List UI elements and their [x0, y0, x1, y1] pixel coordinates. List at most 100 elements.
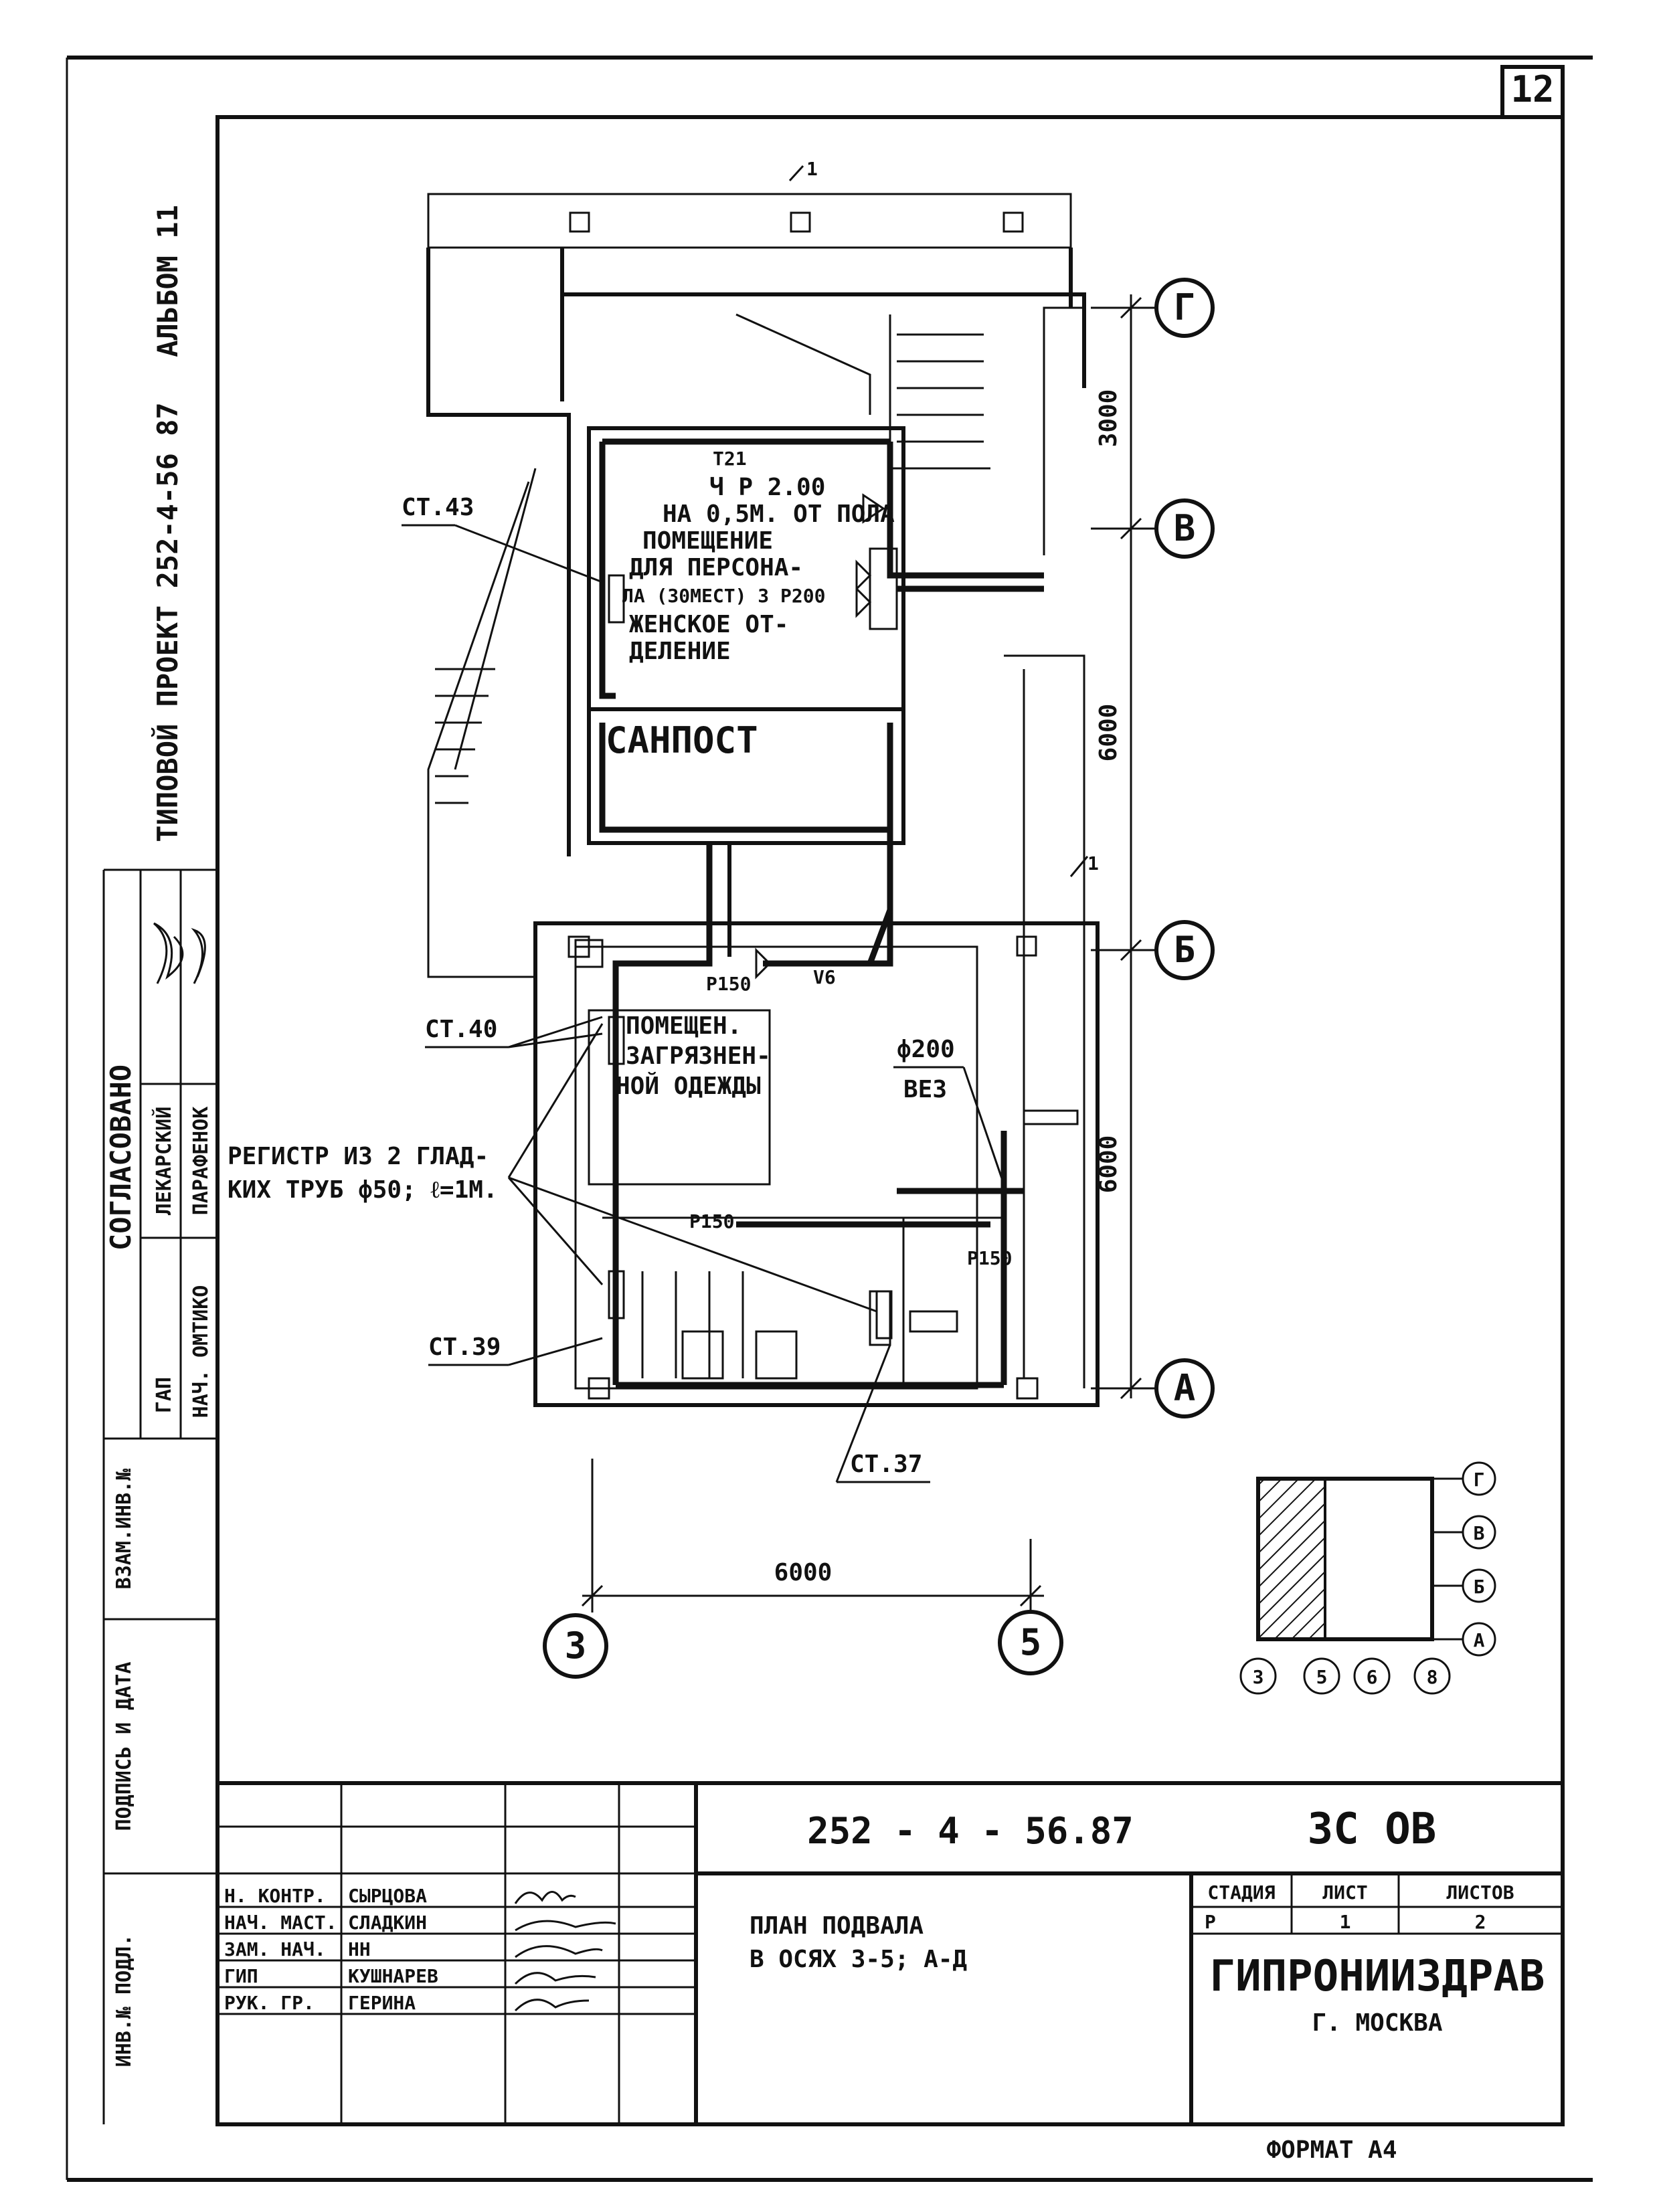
approval-signature-1 — [153, 922, 184, 984]
album-label: АЛЬБОМ 11 — [151, 205, 184, 357]
sheets-value: 2 — [1475, 1911, 1486, 1933]
register-symbol — [608, 574, 625, 624]
dim-3000: 3000 — [1095, 389, 1122, 448]
staff-name: ГЕРИНА — [348, 1992, 416, 2014]
valve-p150-b: Р150 — [689, 1210, 734, 1232]
riser-st39: СТ.39 — [428, 1333, 501, 1361]
room-text: ЗАГРЯЗНЕН- — [626, 1042, 771, 1070]
dirty-clothes-labels: ПОМЕЩЕН. ЗАГРЯЗНЕН- НОЙ ОДЕЖДЫ — [616, 1012, 771, 1100]
approval-role-2: НАЧ. ОМТИКО — [189, 1285, 213, 1418]
axis-bubble-G: Г — [1174, 286, 1196, 329]
riser-st40: СТ.40 — [425, 1016, 497, 1043]
room-text: Ч Р 2.00 — [709, 474, 825, 501]
approval-header: СОГЛАСОВАНО — [104, 1065, 137, 1251]
key-col-6: 6 — [1367, 1666, 1378, 1688]
key-row-A: А — [1474, 1629, 1485, 1651]
grid-axes: Г В Б А 3 5 — [543, 278, 1215, 1679]
valve-v6: V6 — [813, 966, 836, 988]
axis-bubble-5: 5 — [1020, 1621, 1042, 1663]
room-text: ЖЕНСКОЕ ОТ- — [629, 611, 788, 638]
sanpost-room — [587, 707, 905, 845]
duct-d200: ф200 — [897, 1036, 955, 1063]
field-replaced-inv: ВЗАМ.ИНВ.№ — [112, 1468, 136, 1590]
room-text: ДЛЯ ПЕРСОНА- — [629, 554, 803, 581]
staff-role: Н. КОНТР. — [224, 1885, 326, 1907]
room-text: НОЙ ОДЕЖДЫ — [616, 1072, 761, 1100]
section-mark-top: 1 — [806, 158, 818, 180]
sheet-title-1: ПЛАН ПОДВАЛА — [750, 1912, 924, 1940]
stair-top — [735, 313, 990, 470]
key-row-G: Г — [1474, 1469, 1485, 1491]
register-note-2: КИХ ТРУБ ф50; ℓ=1М. — [228, 1176, 498, 1204]
staff-name: КУШНАРЕВ — [348, 1965, 438, 1987]
room-text: ПОМЕЩЕН. — [626, 1012, 741, 1040]
top-corridor — [427, 193, 1072, 249]
staff-room-labels: Т21 Ч Р 2.00 НА 0,5М. ОТ ПОЛА ПОМЕЩЕНИЕ … — [622, 448, 895, 665]
register-symbol — [608, 1016, 625, 1065]
staff-role: РУК. ГР. — [224, 1992, 315, 2014]
key-row-V: В — [1474, 1522, 1485, 1544]
approval-name-1: ЛЕКАРСКИЙ — [152, 1107, 176, 1216]
axis-bubble-B: Б — [1174, 929, 1196, 971]
register-symbol — [875, 1290, 893, 1340]
lower-block — [533, 921, 1100, 1407]
sheet-header: ЛИСТ — [1322, 1881, 1367, 1904]
register-symbol — [608, 1270, 625, 1319]
staff-name: НН — [348, 1938, 371, 1960]
doc-code: 252 - 4 - 56.87 — [807, 1810, 1134, 1852]
project-label: ТИПОВОЙ ПРОЕКТ 252-4-56 87 — [151, 402, 184, 842]
signature — [515, 1945, 603, 1958]
column-marker — [1002, 211, 1024, 233]
room-text: ПОМЕЩЕНИЕ — [642, 527, 773, 555]
staff-name: СЫРЦОВА — [348, 1885, 427, 1907]
staff-role: НАЧ. МАСТ. — [224, 1912, 337, 1934]
field-signature-date: ПОДПИСЬ И ДАТА — [112, 1662, 136, 1831]
room-text: ЛА (30МЕСТ) 3 Р200 — [622, 585, 825, 607]
valve-icon — [755, 947, 772, 980]
axis-bubble-V: В — [1174, 507, 1196, 549]
heating-pipes — [599, 438, 1044, 1388]
dim-6000-lower: 6000 — [1095, 1135, 1122, 1194]
staff-role: ГИП — [224, 1965, 258, 1987]
approval-name-2: ПАРАФЕНОК — [189, 1107, 213, 1216]
page-number: 12 — [1510, 68, 1554, 110]
title-block: 252 - 4 - 56.87 ЗС ОВ Н. КОНТР. СЫРЦОВА … — [217, 1781, 1563, 2124]
page-number-box: 12 — [1500, 65, 1565, 119]
side-strip: АЛЬБОМ 11 ТИПОВОЙ ПРОЕКТ 252-4-56 87 СОГ… — [102, 117, 219, 2124]
approval-signature-2 — [191, 927, 206, 984]
register-note-1: РЕГИСТР ИЗ 2 ГЛАД- — [228, 1143, 489, 1170]
approval-role-1: ГАП — [153, 1377, 176, 1413]
valve-icon — [862, 493, 885, 524]
annotations: СТ.43 СТ.40 РЕГИСТР ИЗ 2 ГЛАД- КИХ ТРУБ … — [228, 494, 1012, 1483]
room-text: ДЕЛЕНИЕ — [629, 638, 731, 665]
axis-bubble-3: 3 — [565, 1625, 587, 1667]
field-orig-inv: ИНВ.№ ПОДЛ. — [112, 1934, 136, 2067]
dim-6000-upper: 6000 — [1095, 704, 1122, 762]
stage-value: Р — [1205, 1911, 1216, 1933]
organization: ГИПРОНИИЗДРАВ — [1210, 1952, 1545, 2001]
doc-mark: ЗС ОВ — [1308, 1805, 1437, 1854]
stage-header: СТАДИЯ — [1207, 1881, 1275, 1904]
duct-vez: ВЕЗ — [903, 1076, 947, 1103]
sheets-header: ЛИСТОВ — [1446, 1881, 1514, 1904]
signature — [514, 1999, 590, 2012]
format-label: ФОРМАТ А4 — [1266, 2136, 1397, 2164]
section-mark-mid: 1 — [1087, 852, 1099, 874]
riser-st37: СТ.37 — [850, 1451, 922, 1478]
signature — [514, 1972, 596, 1985]
axis-bubble-A: А — [1174, 1367, 1196, 1409]
riser-st43: СТ.43 — [402, 494, 474, 521]
signature — [515, 1920, 616, 1932]
room-code: Т21 — [713, 448, 747, 470]
dim-6000-horizontal: 6000 — [774, 1559, 833, 1586]
dirty-clothes-room — [588, 1009, 771, 1186]
floor-plan: 1 — [228, 158, 1215, 1679]
key-row-B: Б — [1474, 1576, 1485, 1598]
key-col-8: 8 — [1427, 1666, 1438, 1688]
valve-p150-c: Р150 — [967, 1247, 1012, 1269]
key-plan: Г В Б А 3 5 6 8 — [1239, 1461, 1496, 1695]
staff-role: ЗАМ. НАЧ. — [224, 1938, 326, 1960]
city: Г. МОСКВА — [1312, 2009, 1442, 2037]
key-col-3: 3 — [1253, 1666, 1264, 1688]
